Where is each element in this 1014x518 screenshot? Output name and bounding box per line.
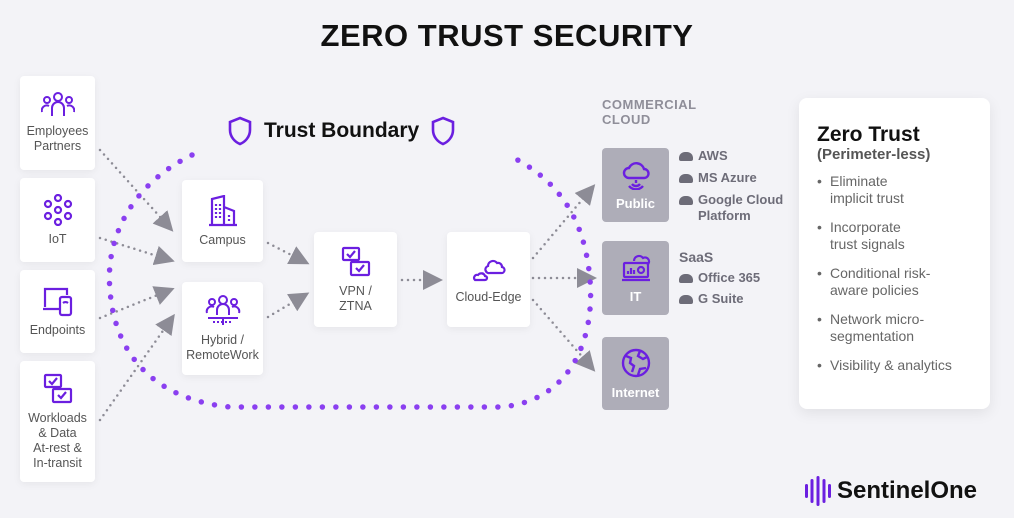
zero-trust-card: Zero Trust (Perimeter-less) Eliminate im…: [799, 98, 990, 409]
globe-icon: [621, 348, 650, 378]
shield-icon: [228, 116, 252, 146]
shield-icon: [431, 116, 455, 146]
service-item: MS Azure: [679, 170, 783, 186]
workloads-icon: [43, 373, 72, 403]
site-hybrid: Hybrid / RemoteWork: [182, 282, 263, 375]
zero-trust-point: Eliminate implicit trust: [817, 173, 990, 207]
site-label: Campus: [199, 232, 246, 247]
zero-trust-point: Network micro- segmentation: [817, 311, 990, 345]
source-workloads: Workloads & Data At-rest & In-transit: [20, 361, 95, 482]
source-iot: IoT: [20, 178, 95, 262]
destination-internet: Internet: [602, 337, 669, 410]
cloud-bullet-icon: [679, 174, 693, 183]
cloud-bullet-icon: [679, 196, 693, 205]
sentinelone-mark-icon: [805, 476, 831, 506]
service-item: G Suite: [679, 291, 760, 307]
zero-trust-subtitle: (Perimeter-less): [817, 146, 931, 163]
service-item: Office 365: [679, 270, 760, 286]
destination-it: IT: [602, 241, 669, 315]
trust-boundary-text: Trust Boundary: [264, 119, 420, 142]
cloud-edge-node: Cloud-Edge: [447, 232, 530, 327]
trust-boundary-label: Trust Boundary: [228, 116, 455, 146]
source-label: Endpoints: [29, 323, 86, 337]
source-label: Employees Partners: [26, 124, 89, 153]
cloud-edge-label: Cloud-Edge: [455, 290, 522, 304]
cloud-bullet-icon: [679, 295, 693, 304]
remote-team-icon: [205, 294, 240, 325]
arrow-iot-campus: [98, 236, 175, 266]
public-services-list: AWS MS Azure Google Cloud Platform: [679, 148, 783, 224]
cloud-bullet-icon: [679, 152, 693, 161]
sentinelone-logo: SentinelOne: [805, 476, 977, 506]
saas-services-list: SaaS Office 365 G Suite: [679, 249, 760, 307]
cloud-edge-icon: [472, 259, 506, 282]
zero-trust-point: Visibility & analytics: [817, 357, 990, 374]
arrow-endpoints-hybrid: [98, 286, 175, 320]
it-icon: [621, 254, 650, 281]
building-icon: [208, 194, 237, 226]
destination-public: Public: [602, 148, 669, 222]
service-item: Google Cloud Platform: [679, 192, 783, 224]
cloud-bullet-icon: [679, 274, 693, 283]
source-label: Workloads & Data At-rest & In-transit: [28, 410, 87, 470]
destination-label: Public: [615, 195, 655, 211]
site-label: Hybrid / RemoteWork: [186, 332, 259, 362]
source-label: IoT: [48, 231, 67, 246]
service-item: AWS: [679, 148, 783, 164]
arrow-campus-vpn: [266, 241, 310, 265]
site-campus: Campus: [182, 180, 263, 262]
commercial-cloud-heading: COMMERCIAL CLOUD: [602, 97, 697, 127]
destination-label: Internet: [611, 385, 660, 400]
arrow-edge-public: [531, 184, 596, 260]
devices-icon: [42, 287, 72, 317]
source-endpoints: Endpoints: [20, 270, 95, 353]
zero-trust-point: Incorporate trust signals: [817, 219, 990, 253]
zero-trust-title: Zero Trust: [817, 123, 920, 146]
iot-nodes-icon: [43, 193, 72, 226]
brand-name: SentinelOne: [837, 477, 978, 504]
cloud-icon: [622, 161, 650, 190]
zero-trust-point: Conditional risk- aware policies: [817, 265, 990, 299]
destination-label: IT: [629, 288, 642, 304]
zero-trust-points: Eliminate implicit trust Incorporate tru…: [799, 173, 990, 374]
arrow-employees-campus: [98, 148, 174, 232]
trust-boundary-line: [106, 152, 594, 410]
source-employees: Employees Partners: [20, 76, 95, 170]
vpn-label: VPN / ZTNA: [339, 283, 372, 313]
vpn-icon: [341, 246, 370, 276]
arrow-workloads-hybrid: [98, 313, 175, 422]
saas-heading: SaaS: [679, 249, 714, 265]
people-icon: [40, 92, 75, 116]
vpn-ztna-node: VPN / ZTNA: [314, 232, 397, 327]
arrow-hybrid-vpn: [266, 292, 310, 319]
page-title: ZERO TRUST SECURITY: [320, 18, 694, 53]
